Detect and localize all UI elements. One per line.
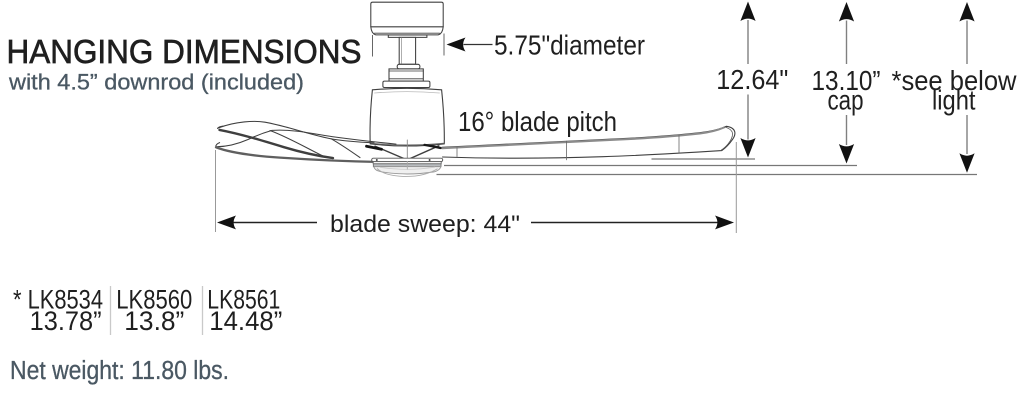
svg-text:5.75"diameter: 5.75"diameter [494, 30, 645, 61]
svg-text:light: light [932, 84, 976, 115]
svg-text:12.64": 12.64" [716, 64, 788, 95]
svg-text:with 4.5” downrod (included): with 4.5” downrod (included) [8, 69, 304, 94]
svg-text:LK8561: LK8561 [207, 284, 280, 314]
svg-text:LK8560: LK8560 [116, 284, 192, 314]
svg-text:14.48”: 14.48” [209, 306, 282, 336]
svg-text:blade sweep: 44": blade sweep: 44" [330, 211, 520, 238]
svg-text:16° blade pitch: 16° blade pitch [458, 106, 617, 137]
svg-text:Net weight: 11.80 lbs.: Net weight: 11.80 lbs. [10, 357, 229, 385]
svg-text:13.78”: 13.78” [30, 306, 102, 336]
svg-text:13.8”: 13.8” [124, 306, 184, 336]
svg-text:13.10”: 13.10” [812, 65, 881, 96]
svg-text:*see below: *see below [892, 65, 1017, 96]
svg-text:cap: cap [828, 84, 864, 115]
svg-text:HANGING DIMENSIONS: HANGING DIMENSIONS [7, 33, 362, 70]
svg-text:* LK8534: * LK8534 [13, 284, 103, 314]
